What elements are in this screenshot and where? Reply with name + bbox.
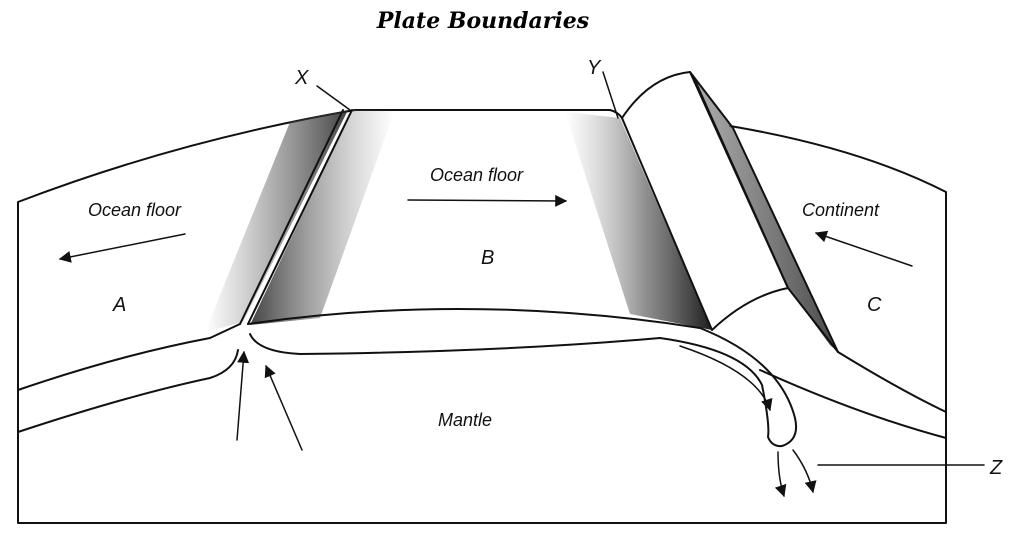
plate-a-top xyxy=(17,323,241,391)
plate-a-label: A xyxy=(112,294,126,316)
ridge-left-shading xyxy=(205,110,348,332)
melt-arrow-right xyxy=(792,449,817,494)
continent-lower-edge xyxy=(759,351,947,439)
magma-upwelling-arrow-right xyxy=(264,364,303,451)
plate-b-top xyxy=(247,307,798,447)
continent-ridge xyxy=(689,71,839,353)
plate-b-bottom xyxy=(249,333,783,448)
plate-c-motion-arrow xyxy=(814,230,913,267)
x-leader-line xyxy=(316,85,351,111)
ocean-floor-center-label: Ocean floor xyxy=(430,165,524,185)
diagram-title: Plate Boundaries xyxy=(376,8,589,34)
mantle-label: Mantle xyxy=(438,410,492,430)
y-leader-line xyxy=(602,71,619,119)
plate-a-motion-arrow xyxy=(58,233,186,263)
ridge-right-shading xyxy=(250,110,395,325)
continent-slope-shading xyxy=(693,76,838,352)
ocean-floor-left-label: Ocean floor xyxy=(88,200,182,220)
plate-b-motion-arrow xyxy=(407,194,568,207)
point-y-label: Y xyxy=(587,57,602,79)
point-x-label: X xyxy=(294,67,309,89)
ridge-edge-left xyxy=(239,109,344,325)
trench-shading xyxy=(565,112,712,330)
continent-slope xyxy=(692,75,839,353)
plate-c-label: C xyxy=(867,294,882,316)
point-z-label: Z xyxy=(989,457,1003,479)
continent-label: Continent xyxy=(802,200,880,220)
plate-b-label: B xyxy=(481,247,494,269)
subduction-arrow xyxy=(679,345,773,412)
magma-upwelling-arrow-left xyxy=(236,350,250,441)
plate-a-bottom xyxy=(17,349,239,433)
melt-arrow-left xyxy=(774,451,787,498)
ridge-edge-right xyxy=(247,109,353,325)
